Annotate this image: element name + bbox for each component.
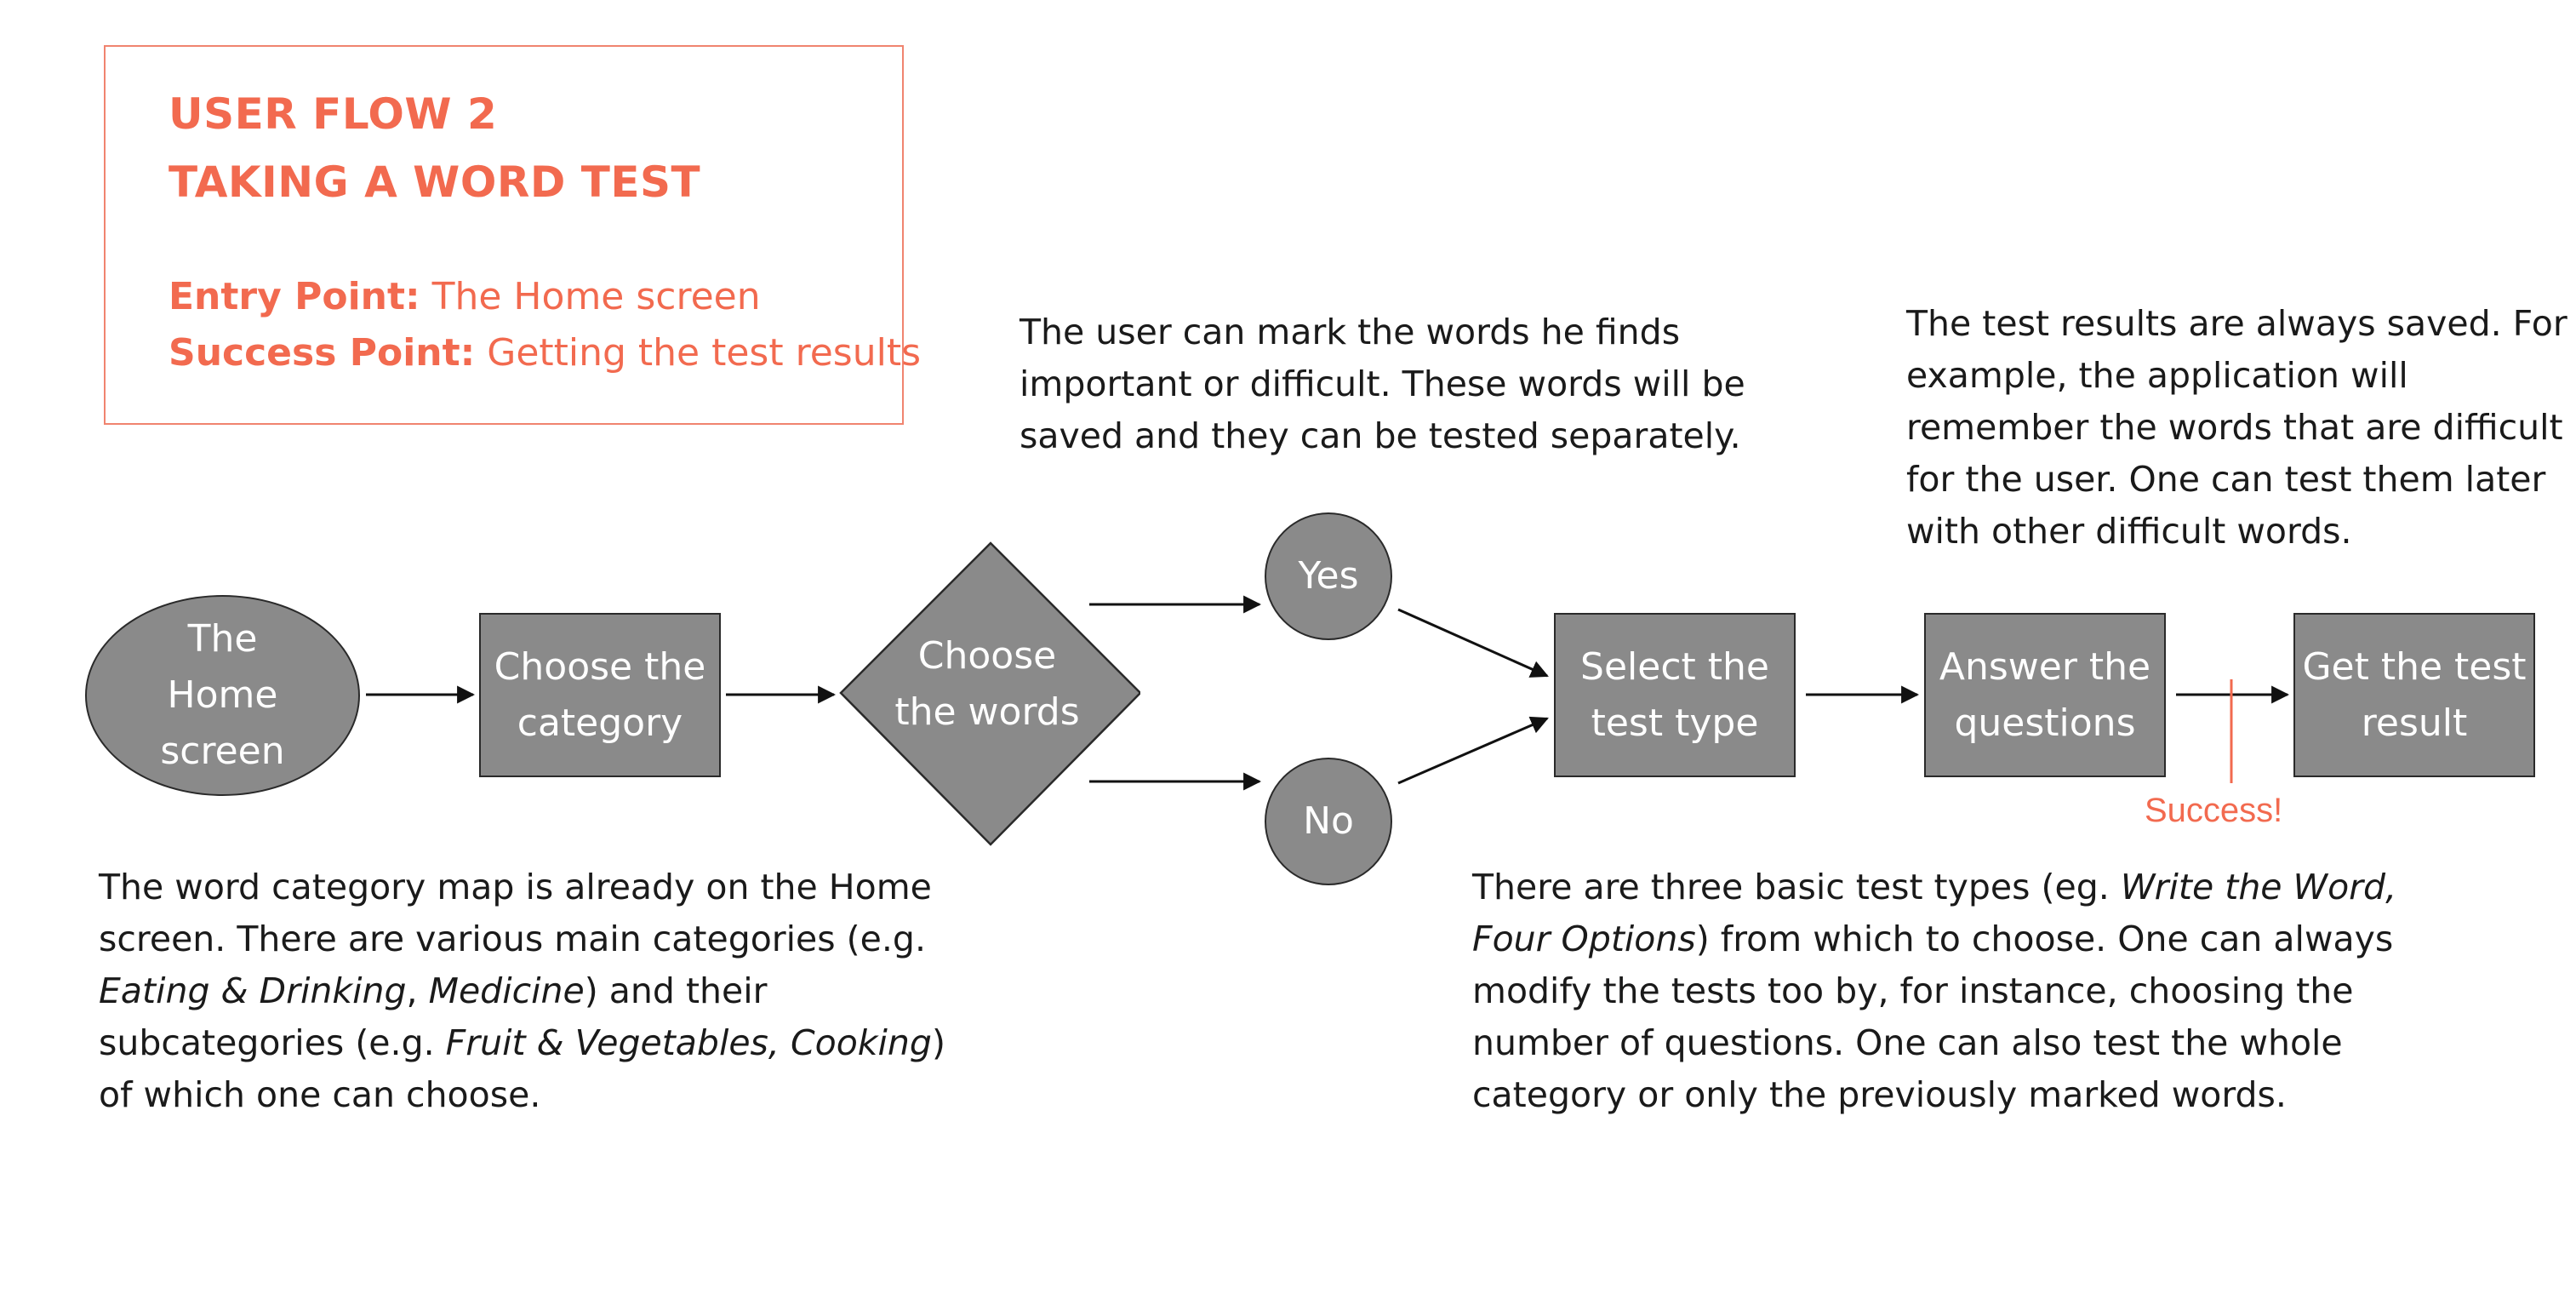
note-line: Eating & Drinking, Medicine) and their: [99, 965, 945, 1017]
success-point: Success Point: Getting the test results: [168, 331, 921, 375]
note-line: screen. There are various main categorie…: [99, 919, 926, 959]
note-line: category or only the previously marked w…: [1472, 1074, 2287, 1115]
note-line: The word category map is already on the …: [99, 867, 932, 907]
entry-point: Entry Point: The Home screen: [168, 275, 761, 318]
node-label: The Home screen: [160, 617, 285, 773]
node-label: Yes: [1298, 554, 1359, 598]
note-line: There are three basic test types (eg. Wr…: [1472, 861, 2396, 913]
node-yes: Yes: [1265, 512, 1392, 640]
node-label: No: [1303, 799, 1354, 843]
success-point-label: Success Point:: [168, 331, 476, 375]
node-label: Select the test type: [1580, 644, 1769, 745]
node-get-test-result: Get the test result: [2293, 613, 2535, 777]
note-line: with other difficult words.: [1906, 511, 2352, 552]
flow-subtitle: TAKING A WORD TEST: [168, 157, 701, 207]
node-choose-words: [839, 541, 1140, 846]
note-results-saved: The test results are always saved. For e…: [1906, 298, 2567, 558]
note-text: ) from which to choose. One can always: [1695, 919, 2394, 959]
note-line: The user can mark the words he finds: [1020, 312, 1681, 352]
success-point-value: Getting the test results: [475, 331, 922, 375]
note-line: remember the words that are difficult: [1906, 407, 2563, 448]
note-category-map: The word category map is already on the …: [99, 861, 945, 1121]
note-line: example, the application will: [1906, 355, 2408, 396]
node-label: Choose the words: [894, 634, 1080, 734]
entry-point-label: Entry Point:: [168, 275, 420, 318]
flow-title: USER FLOW 2: [168, 89, 498, 139]
note-text: ): [931, 1022, 945, 1063]
note-line: important or difficult. These words will…: [1020, 363, 1745, 404]
note-text: There are three basic test types (eg.: [1472, 867, 2121, 907]
note-mark-words: The user can mark the words he finds imp…: [1020, 306, 1745, 462]
title-card: USER FLOW 2 TAKING A WORD TEST Entry Poi…: [104, 45, 921, 425]
note-line: The test results are always saved. For: [1906, 303, 2567, 344]
note-line: modify the tests too by, for instance, c…: [1472, 970, 2354, 1011]
note-text: ,: [406, 970, 429, 1011]
arrow-no-to-test-type: [1397, 716, 1549, 785]
node-no: No: [1265, 758, 1392, 885]
note-line: saved and they can be tested separately.: [1020, 415, 1741, 456]
note-line: number of questions. One can also test t…: [1472, 1022, 2343, 1063]
node-label: Answer the questions: [1939, 644, 2151, 745]
example-category: Eating & Drinking: [99, 970, 407, 1011]
note-line: Four Options) from which to choose. One …: [1472, 913, 2396, 965]
arrow-yes-to-test-type: [1397, 608, 1549, 678]
example-subcategory: Fruit & Vegetables, Cooking: [445, 1022, 932, 1063]
note-line: subcategories (e.g. Fruit & Vegetables, …: [99, 1017, 945, 1069]
note-test-types: There are three basic test types (eg. Wr…: [1472, 861, 2396, 1121]
success-marker-label: Success!: [2145, 792, 2283, 829]
node-answer-questions: Answer the questions: [1924, 613, 2166, 777]
node-label: Get the test result: [2302, 644, 2527, 745]
example-test-type: Four Options: [1472, 919, 1696, 959]
note-text: ) and their: [584, 970, 768, 1011]
node-label: Choose the category: [494, 644, 706, 745]
node-select-test-type: Select the test type: [1554, 613, 1796, 777]
note-line: of which one can choose.: [99, 1074, 541, 1115]
example-test-type: Write the Word,: [2120, 867, 2397, 907]
example-category: Medicine: [428, 970, 585, 1011]
node-choose-category: Choose the category: [479, 613, 721, 777]
entry-point-value: The Home screen: [420, 275, 761, 318]
node-home-screen: The Home screen: [85, 595, 360, 796]
note-text: subcategories (e.g.: [99, 1022, 446, 1063]
note-line: for the user. One can test them later: [1906, 459, 2546, 500]
